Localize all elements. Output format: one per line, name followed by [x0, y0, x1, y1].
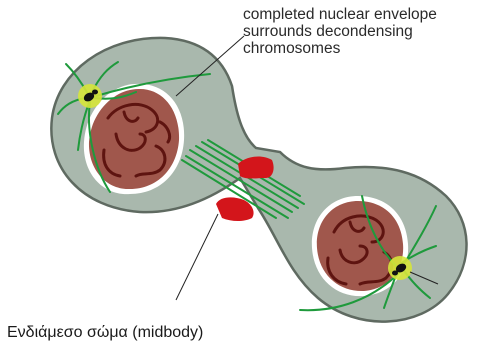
midbody-caption: Ενδιάμεσο σώμα (midbody) [7, 323, 203, 343]
nuclear-envelope-label-line-3: chromosomes [243, 40, 483, 57]
left-centrosome [78, 84, 102, 108]
nuclear-envelope-label: completed nuclear envelope surrounds dec… [243, 6, 483, 57]
right-centrosome [388, 256, 412, 280]
nuclear-envelope-label-line-2: surrounds decondensing [243, 23, 483, 40]
midbody-leader-line [176, 214, 218, 300]
nuclear-envelope-label-line-1: completed nuclear envelope [243, 6, 483, 23]
